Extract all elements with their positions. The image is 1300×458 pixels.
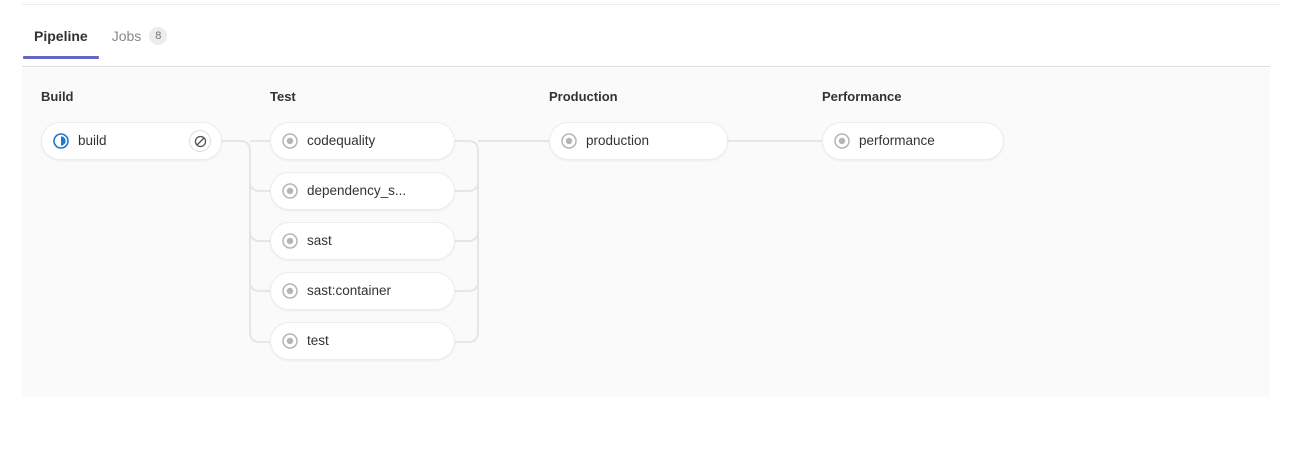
job-test[interactable]: test [270,322,455,360]
pipeline-graph: Build build Test codequality [22,68,1270,397]
job-production[interactable]: production [549,122,728,160]
tab-active-indicator [23,56,99,59]
status-running-icon [53,133,69,149]
tab-bar-underline [22,66,1270,67]
job-production-name: production [586,133,650,148]
job-dependency-scanning-name: dependency_s... [307,183,407,198]
job-build-name: build [78,133,107,148]
job-dependency-scanning[interactable]: dependency_s... [270,172,455,210]
job-sast-container-name: sast:container [307,283,392,298]
status-created-icon [282,333,298,349]
status-created-icon [834,133,850,149]
status-created-icon [282,233,298,249]
pipeline-connectors [222,140,822,343]
top-divider [22,4,1280,5]
tab-bar: Pipeline Jobs 8 [0,22,1300,67]
stage-test-title: Test [270,89,296,104]
job-sast-name: sast [307,233,332,248]
tab-pipeline-label: Pipeline [34,28,88,44]
tab-jobs[interactable]: Jobs 8 [100,22,180,59]
job-performance[interactable]: performance [822,122,1004,160]
cancel-icon [194,135,206,147]
status-created-icon [561,133,577,149]
status-created-icon [282,133,298,149]
job-sast[interactable]: sast [270,222,455,260]
job-build[interactable]: build [41,122,222,160]
job-performance-name: performance [859,133,935,148]
status-created-icon [282,183,298,199]
tab-jobs-count-badge: 8 [149,27,168,45]
job-test-name: test [307,333,329,348]
tab-jobs-label: Jobs [111,28,142,44]
job-sast-container[interactable]: sast:container [270,272,455,310]
tab-list: Pipeline Jobs 8 [22,22,179,59]
stage-production-title: Production [549,89,618,104]
stage-build-title: Build [41,89,74,104]
cancel-button[interactable] [189,130,211,152]
job-codequality-name: codequality [307,133,376,148]
stage-performance-title: Performance [822,89,902,104]
job-codequality[interactable]: codequality [270,122,455,160]
tab-pipeline[interactable]: Pipeline [22,22,100,59]
status-created-icon [282,283,298,299]
